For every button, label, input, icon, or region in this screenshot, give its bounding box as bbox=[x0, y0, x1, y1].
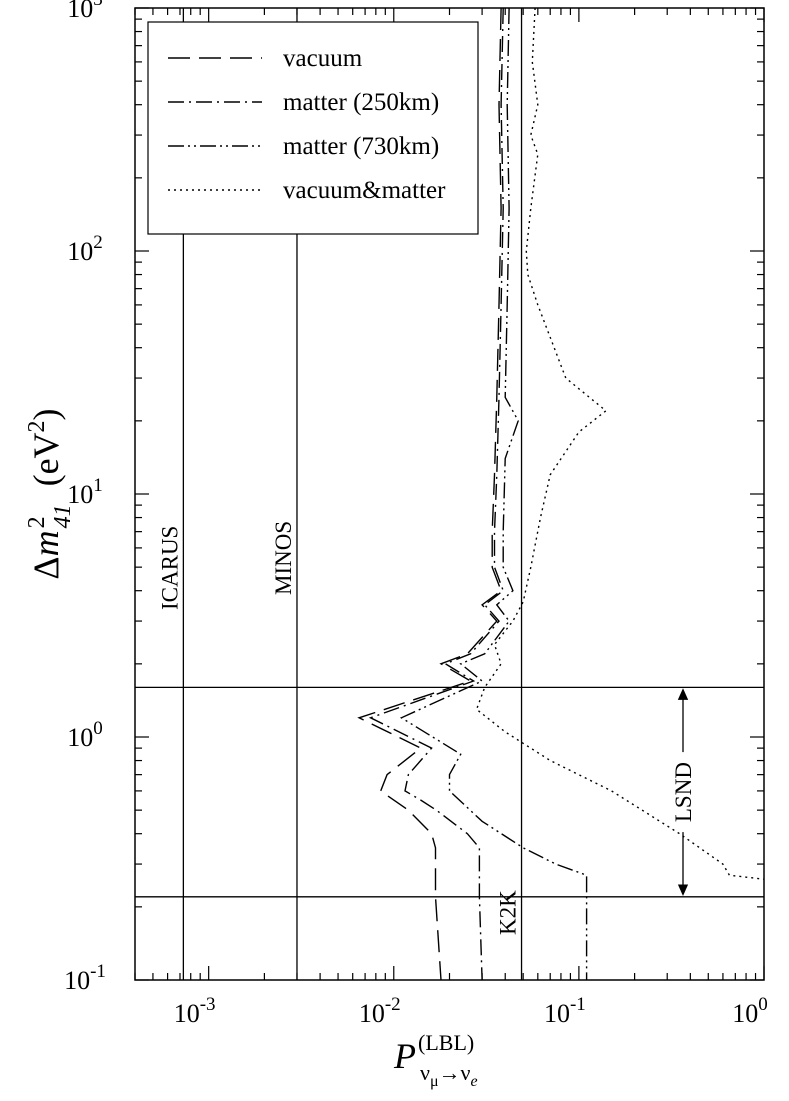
y-tick-label: 10-1 bbox=[64, 961, 106, 995]
y-title-sub: 41 bbox=[50, 504, 76, 528]
experiment-labels: ICARUS MINOS K2K bbox=[157, 521, 520, 935]
x-tick-label: 10-3 bbox=[174, 994, 216, 1028]
y-tick-label: 102 bbox=[67, 232, 103, 266]
series-group bbox=[357, 8, 764, 980]
exp-label-k2k: K2K bbox=[496, 890, 521, 935]
exp-label-icarus: ICARUS bbox=[157, 526, 182, 610]
y-title-unit-sup: 2 bbox=[24, 420, 50, 432]
series-line-0 bbox=[357, 8, 502, 980]
legend-label: vacuum&matter bbox=[283, 177, 446, 204]
y-title-delta: Δ bbox=[26, 556, 66, 579]
y-title-unit-open: (eV bbox=[26, 432, 66, 486]
x-title-main: P bbox=[393, 1036, 416, 1076]
lsnd-annotation: LSND bbox=[671, 688, 696, 896]
y-axis-title: Δm241(eV2) bbox=[24, 408, 76, 579]
legend-label: vacuum bbox=[283, 45, 363, 72]
legend-label: matter (250km) bbox=[283, 89, 439, 116]
x-title-sub-nu2: ν bbox=[461, 1060, 471, 1085]
x-title-sub-e: e bbox=[470, 1073, 477, 1090]
x-title-sub-nu1: ν bbox=[420, 1060, 430, 1085]
lsnd-label: LSND bbox=[671, 762, 696, 822]
legend: vacuum matter (250km) matter (730km) vacuum… bbox=[147, 21, 479, 235]
y-title-unit-close: ) bbox=[26, 408, 66, 420]
series-line-2 bbox=[399, 8, 588, 980]
y-title-sup: 2 bbox=[24, 516, 50, 528]
legend-label: matter (730km) bbox=[283, 133, 439, 160]
x-tick-label: 10-2 bbox=[359, 994, 401, 1028]
series-line-3 bbox=[475, 8, 764, 880]
series-line-1 bbox=[368, 8, 505, 980]
y-tick-label: 103 bbox=[67, 0, 103, 23]
x-title-sup: (LBL) bbox=[418, 1030, 474, 1055]
y-title-m: m bbox=[26, 530, 66, 556]
x-tick-label: 100 bbox=[732, 994, 768, 1028]
y-tick-label: 101 bbox=[67, 475, 103, 509]
tick-labels: 10-3 10-2 10-1 100 10-1 100 101 102 103 bbox=[64, 0, 768, 1028]
x-axis-title: P(LBL)νμ→νe bbox=[393, 1030, 478, 1090]
x-title-sub-arrow: → bbox=[439, 1060, 461, 1085]
axis-ticks bbox=[134, 7, 765, 981]
y-tick-label: 100 bbox=[67, 718, 103, 752]
x-title-sub-mu: μ bbox=[430, 1073, 439, 1090]
exp-label-minos: MINOS bbox=[271, 521, 296, 595]
x-tick-label: 10-1 bbox=[544, 994, 586, 1028]
